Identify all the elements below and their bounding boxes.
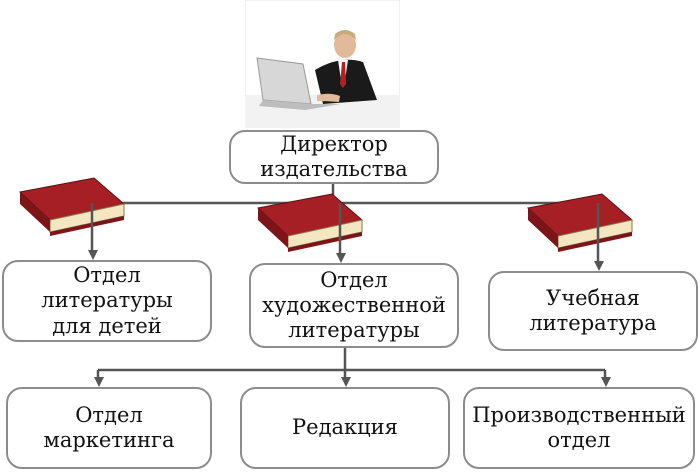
red-book-icon — [256, 193, 364, 252]
marketing-box: Отдел маркетинга — [6, 387, 212, 469]
red-book-icon — [526, 193, 634, 252]
editorial-box: Редакция — [240, 387, 450, 469]
department-educational-box: Учебная литература — [488, 271, 698, 351]
department-fiction-box: Отдел художественной литературы — [249, 263, 459, 348]
marketing-label: Отдел маркетинга — [43, 402, 175, 452]
editorial-label: Редакция — [292, 415, 398, 440]
department-educational-label: Учебная литература — [529, 285, 657, 335]
businessman-at-laptop-icon — [245, 0, 400, 128]
department-children-box: Отдел литературы для детей — [2, 260, 212, 342]
production-label: Производственный отдел — [472, 402, 686, 452]
director-box: Директор издательства — [229, 130, 439, 184]
department-fiction-label: Отдел художественной литературы — [262, 267, 446, 343]
director-label: Директор издательства — [260, 131, 408, 181]
department-children-label: Отдел литературы для детей — [41, 263, 173, 338]
red-book-icon — [18, 177, 126, 236]
production-box: Производственный отдел — [463, 387, 695, 469]
